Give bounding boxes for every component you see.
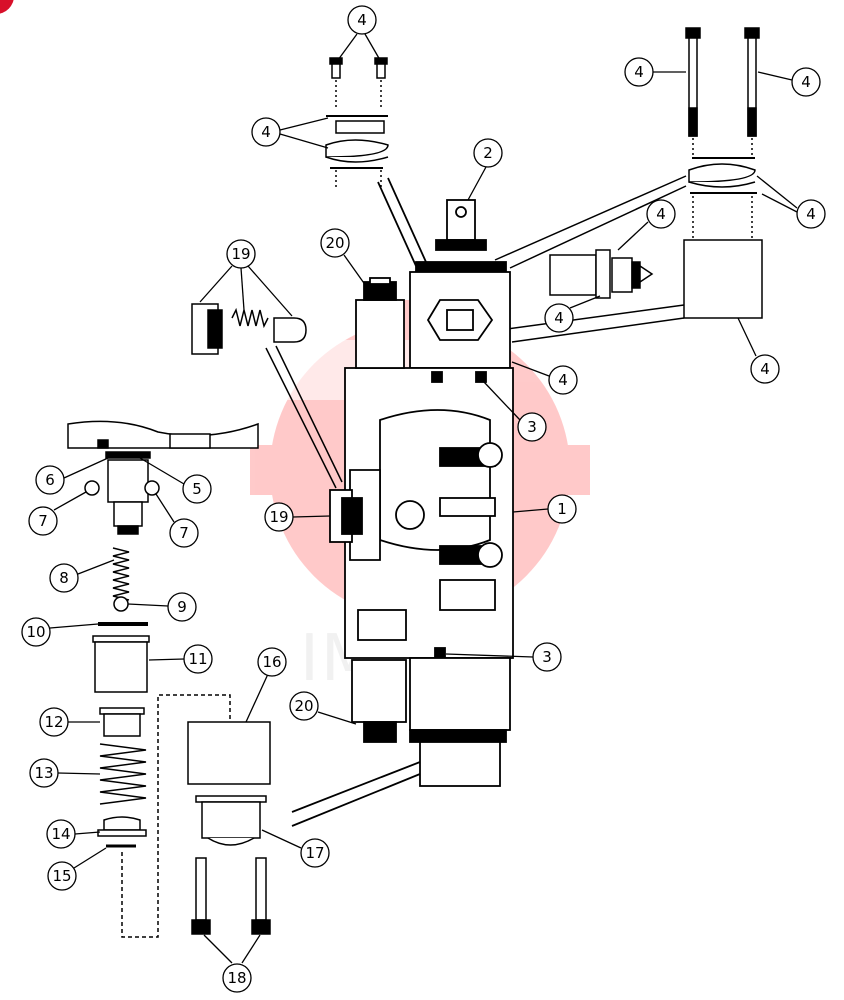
- svg-text:4: 4: [558, 371, 568, 389]
- svg-text:7: 7: [179, 524, 189, 542]
- svg-text:20: 20: [294, 697, 313, 715]
- callout-4-coil: 4: [737, 317, 780, 384]
- callout-12: 12: [39, 707, 100, 737]
- svg-text:4: 4: [261, 123, 271, 141]
- svg-text:19: 19: [269, 508, 288, 526]
- callout-19-top: 19: [199, 239, 293, 317]
- svg-text:4: 4: [656, 205, 666, 223]
- callout-14: 14: [46, 819, 101, 849]
- callout-7-left: 7: [28, 491, 87, 536]
- svg-text:2: 2: [483, 144, 493, 162]
- svg-text:5: 5: [192, 480, 202, 498]
- svg-text:10: 10: [26, 623, 45, 641]
- svg-text:6: 6: [45, 471, 55, 489]
- top-right-bolt-kit: [494, 27, 763, 343]
- bottom-coil-kit: [187, 721, 271, 935]
- callout-4-left-ring: 4: [251, 117, 329, 149]
- callout-17: 17: [261, 829, 330, 868]
- svg-text:4: 4: [806, 205, 816, 223]
- callout-4-top-left: 4: [337, 5, 381, 61]
- callout-1: 1: [512, 494, 577, 524]
- svg-text:14: 14: [51, 825, 70, 843]
- svg-text:4: 4: [357, 11, 367, 29]
- svg-text:3: 3: [527, 418, 537, 436]
- svg-text:12: 12: [44, 713, 63, 731]
- callout-3-bottom: 3: [445, 642, 562, 672]
- svg-text:9: 9: [177, 598, 187, 616]
- plug-assembly-19: [191, 303, 343, 489]
- callout-4-bolt-right: 4: [757, 67, 821, 97]
- svg-text:4: 4: [554, 309, 564, 327]
- svg-text:8: 8: [59, 569, 69, 587]
- callout-4-bolt-left: 4: [624, 57, 686, 87]
- svg-text:13: 13: [34, 764, 53, 782]
- svg-text:20: 20: [325, 234, 344, 252]
- svg-text:1: 1: [557, 500, 567, 518]
- svg-text:4: 4: [760, 360, 770, 378]
- callout-11: 11: [148, 644, 213, 674]
- cap-spring-stack: [67, 420, 259, 938]
- callouts: 4 4 4 4 2 4 4: [21, 5, 826, 993]
- callout-9: 9: [127, 592, 197, 622]
- svg-text:17: 17: [305, 844, 324, 862]
- callout-10: 10: [21, 617, 99, 647]
- callout-18: 18: [203, 934, 261, 993]
- svg-text:16: 16: [262, 653, 281, 671]
- callout-4-block: 4: [511, 361, 578, 395]
- callout-8: 8: [49, 559, 115, 593]
- svg-text:11: 11: [188, 650, 207, 668]
- callout-15: 15: [47, 847, 107, 891]
- svg-text:7: 7: [38, 512, 48, 530]
- callout-5: 5: [139, 457, 212, 504]
- callout-20-top: 20: [320, 228, 367, 287]
- valve-body: [291, 177, 514, 827]
- svg-text:19: 19: [231, 245, 250, 263]
- callout-4-fitting-bottom: 4: [544, 295, 601, 333]
- callout-19-mid: 19: [264, 502, 331, 532]
- callout-7-right: 7: [155, 493, 199, 548]
- callout-4-fitting-top: 4: [617, 199, 676, 251]
- top-left-screw-kit: [325, 57, 389, 188]
- corner-mark: [0, 0, 14, 14]
- callout-3-top: 3: [483, 381, 547, 442]
- callout-13: 13: [29, 758, 101, 788]
- callout-4-right-rings: 4: [756, 175, 826, 229]
- svg-text:18: 18: [227, 969, 246, 987]
- callout-6: 6: [35, 457, 109, 495]
- svg-text:4: 4: [634, 63, 644, 81]
- svg-text:3: 3: [542, 648, 552, 666]
- callout-16: 16: [245, 647, 287, 723]
- callout-2: 2: [467, 138, 503, 201]
- svg-text:15: 15: [52, 867, 71, 885]
- callout-20-bottom: 20: [289, 691, 357, 725]
- svg-text:4: 4: [801, 73, 811, 91]
